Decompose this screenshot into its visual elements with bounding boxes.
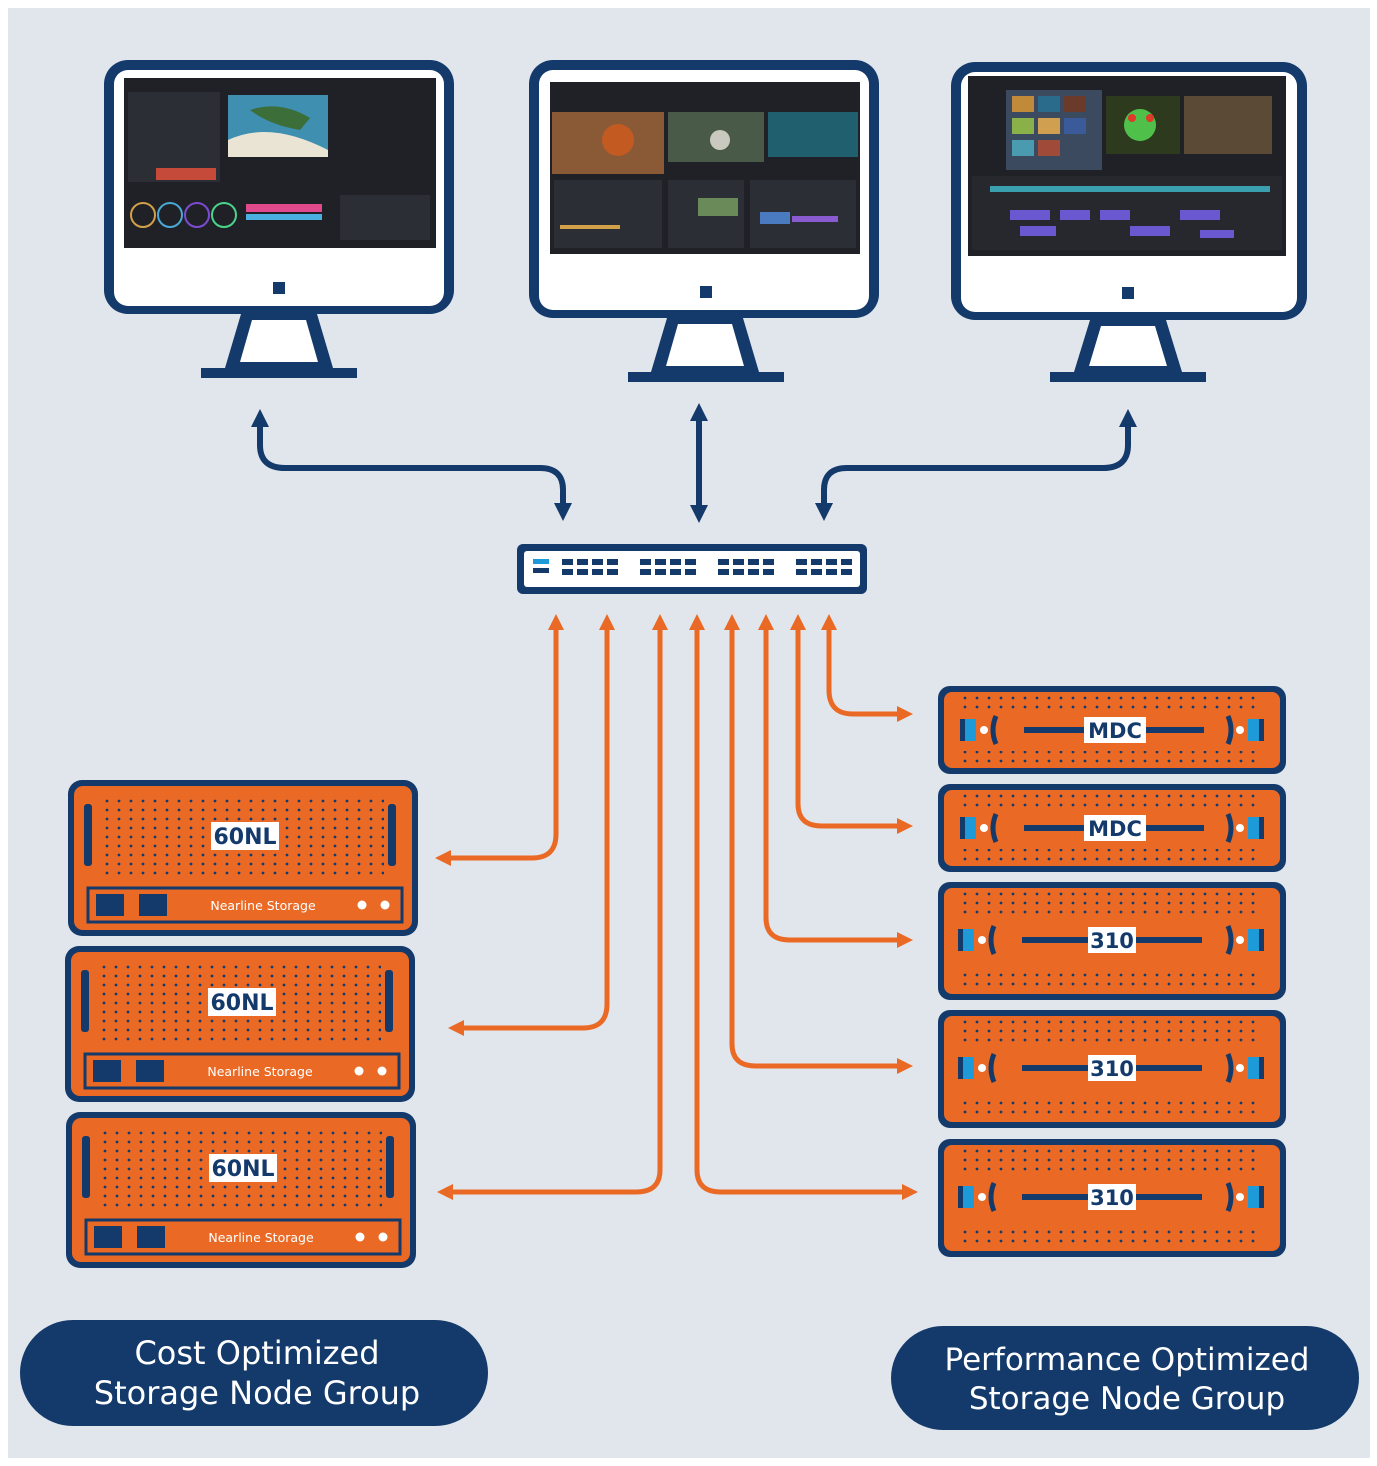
switch-port	[748, 559, 759, 565]
switch-port	[811, 569, 822, 575]
node-model: MDC	[1088, 719, 1142, 743]
link-cost-3	[436, 613, 669, 1201]
screen-clip-thumb	[768, 112, 858, 157]
network-switch-icon	[517, 544, 867, 594]
performance-node-list: MDC MDC	[938, 686, 1286, 1257]
link-left	[251, 409, 572, 521]
storage-node-60nl: 60NL Nearline Storage	[68, 780, 418, 936]
switch-port	[685, 569, 696, 575]
switch-port	[763, 569, 774, 575]
switch-port	[655, 559, 666, 565]
node-model: 310	[1090, 1057, 1134, 1081]
switch-port	[655, 569, 666, 575]
switch-port	[685, 559, 696, 565]
drive-bay-icon	[139, 894, 167, 916]
switch-port	[670, 569, 681, 575]
workstation-right	[951, 62, 1307, 382]
node-label: Nearline Storage	[208, 1230, 314, 1245]
node-model: 60NL	[213, 825, 276, 850]
workstation-links	[251, 403, 1137, 523]
switch-port	[763, 559, 774, 565]
model-label-box	[1084, 815, 1146, 841]
node-model: 310	[1090, 1186, 1134, 1210]
node-label: Nearline Storage	[207, 1064, 313, 1079]
node-model: 310	[1090, 929, 1134, 953]
switch-port	[841, 559, 852, 565]
switch-port	[718, 569, 729, 575]
model-label-box	[1084, 717, 1146, 743]
workstation-left	[104, 60, 454, 378]
switch-port	[796, 569, 807, 575]
switch-port-group	[562, 559, 852, 575]
performance-group-line1: Performance Optimized	[945, 1342, 1310, 1378]
switch-port	[811, 559, 822, 565]
drive-bay-icon	[137, 1226, 165, 1248]
model-label-box	[208, 988, 276, 1016]
switch-port	[607, 569, 618, 575]
switch-port	[733, 569, 744, 575]
switch-port	[607, 559, 618, 565]
drive-bay-icon	[136, 1060, 164, 1082]
storage-links	[434, 613, 919, 1201]
link-perf-310-1	[757, 613, 914, 949]
node-model: MDC	[1088, 817, 1142, 841]
switch-port	[577, 559, 588, 565]
switch-status-led	[533, 559, 549, 564]
switch-port	[748, 569, 759, 575]
switch-port	[826, 569, 837, 575]
workstation-center	[529, 60, 879, 382]
switch-port	[592, 569, 603, 575]
drive-bay-icon	[96, 894, 124, 916]
storage-node-mdc: MDC	[938, 784, 1286, 872]
model-label-box	[211, 822, 279, 850]
switch-port	[670, 559, 681, 565]
link-perf-310-3	[688, 613, 919, 1201]
storage-node-60nl: 60NL Nearline Storage	[65, 946, 415, 1102]
model-label-box	[1088, 1184, 1136, 1210]
switch-port	[640, 559, 651, 565]
model-label-box	[1088, 927, 1136, 953]
switch-port	[718, 559, 729, 565]
node-label: Nearline Storage	[210, 898, 316, 913]
cost-group-line1: Cost Optimized	[134, 1334, 379, 1372]
monitor-power-icon	[700, 286, 712, 298]
switch-port	[826, 559, 837, 565]
storage-node-310: 310	[938, 1010, 1286, 1128]
switch-port	[592, 559, 603, 565]
node-model: 60NL	[211, 1157, 274, 1182]
link-perf-mdc-1	[820, 613, 914, 723]
switch-port	[796, 559, 807, 565]
storage-node-310: 310	[938, 882, 1286, 1000]
drive-bay-icon	[94, 1226, 122, 1248]
switch-port	[562, 569, 573, 575]
model-label-box	[1088, 1055, 1136, 1081]
link-right	[815, 409, 1137, 521]
switch-port	[562, 559, 573, 565]
node-model: 60NL	[210, 991, 273, 1016]
monitor-power-icon	[1122, 287, 1134, 299]
cost-group-line2: Storage Node Group	[94, 1374, 420, 1412]
link-perf-310-2	[723, 613, 914, 1075]
performance-group-line2: Storage Node Group	[969, 1381, 1285, 1417]
monitor-power-icon	[273, 282, 285, 294]
storage-node-310: 310	[938, 1139, 1286, 1257]
drive-bay-icon	[93, 1060, 121, 1082]
model-label-box	[209, 1154, 277, 1182]
storage-node-60nl: 60NL Nearline Storage	[66, 1112, 416, 1268]
screen-preview-image	[1184, 96, 1272, 154]
cost-group-label: Cost Optimized Storage Node Group	[20, 1320, 488, 1426]
performance-group-label: Performance Optimized Storage Node Group	[891, 1326, 1359, 1430]
link-perf-mdc-2	[789, 613, 914, 835]
switch-port	[733, 559, 744, 565]
storage-node-mdc: MDC	[938, 686, 1286, 774]
cost-node-list: 60NL Nearline Storage 60NL Nearline Stor…	[65, 780, 418, 1268]
switch-port	[640, 569, 651, 575]
switch-port	[841, 569, 852, 575]
switch-port	[577, 569, 588, 575]
